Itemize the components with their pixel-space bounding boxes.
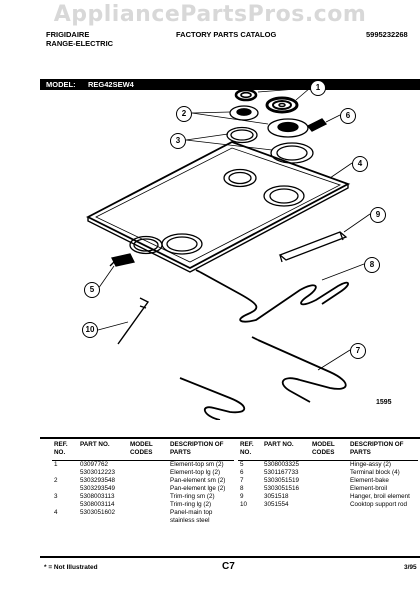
catalog-number: 5995232268 bbox=[366, 30, 408, 39]
table-row: stainless steel bbox=[170, 517, 210, 524]
callout-2: 2 bbox=[176, 106, 192, 122]
trim-rings bbox=[226, 126, 314, 164]
not-illustrated-note: * = Not Illustrated bbox=[44, 564, 98, 571]
drip-pans bbox=[229, 105, 309, 138]
hinge-assembly bbox=[109, 253, 135, 267]
table-top-rule bbox=[40, 437, 420, 439]
model-number: REG42SEW4 bbox=[88, 80, 134, 89]
revision-date: 3/95 bbox=[404, 564, 417, 571]
callout-10: 10 bbox=[82, 322, 98, 338]
col-header-part: PART NO. bbox=[264, 441, 294, 448]
broil-hanger bbox=[278, 231, 348, 263]
col-header-model-codes: MODEL CODES bbox=[312, 441, 335, 456]
model-label: MODEL: bbox=[46, 80, 76, 89]
callout-4: 4 bbox=[352, 156, 368, 172]
callout-6: 6 bbox=[340, 108, 356, 124]
parts-table-left: REF. NO. PART NO. MODEL CODES DESCRIPTIO… bbox=[52, 441, 234, 525]
exploded-parts-diagram bbox=[86, 87, 371, 420]
callout-8: 8 bbox=[364, 257, 380, 273]
watermark: AppliancePartsPros.com bbox=[53, 2, 367, 27]
bake-element bbox=[179, 336, 347, 420]
brand-name: FRIGIDAIRE bbox=[46, 30, 90, 39]
support-rod bbox=[117, 297, 150, 345]
col-header-ref: REF. NO. bbox=[54, 441, 68, 456]
broil-element bbox=[195, 269, 349, 323]
col-header-ref: REF. NO. bbox=[240, 441, 254, 456]
page-code: C7 bbox=[222, 561, 235, 572]
col-header-model-codes: MODEL CODES bbox=[130, 441, 153, 456]
callout-1: 1 bbox=[310, 80, 326, 96]
callout-5: 5 bbox=[84, 282, 100, 298]
callout-3: 3 bbox=[170, 133, 186, 149]
product-category: RANGE-ELECTRIC bbox=[46, 39, 114, 48]
surface-elements bbox=[234, 88, 299, 114]
diagram-code: 1595 bbox=[376, 399, 392, 406]
col-header-part: PART NO. bbox=[80, 441, 110, 448]
callout-7: 7 bbox=[350, 343, 366, 359]
terminal-block bbox=[306, 118, 328, 132]
catalog-title: FACTORY PARTS CATALOG bbox=[176, 30, 277, 39]
model-bar bbox=[40, 79, 420, 90]
callout-9: 9 bbox=[370, 207, 386, 223]
col-header-description: DESCRIPTION OF PARTS bbox=[170, 441, 224, 456]
main-top-panel bbox=[86, 141, 351, 273]
parts-table-right: REF. NO. PART NO. MODEL CODES DESCRIPTIO… bbox=[238, 441, 418, 509]
table-header-row: REF. NO. PART NO. MODEL CODES DESCRIPTIO… bbox=[52, 441, 234, 456]
table-bottom-rule bbox=[40, 556, 420, 558]
col-header-description: DESCRIPTION OF PARTS bbox=[350, 441, 404, 456]
table-header-row: REF. NO. PART NO. MODEL CODES DESCRIPTIO… bbox=[238, 441, 418, 456]
